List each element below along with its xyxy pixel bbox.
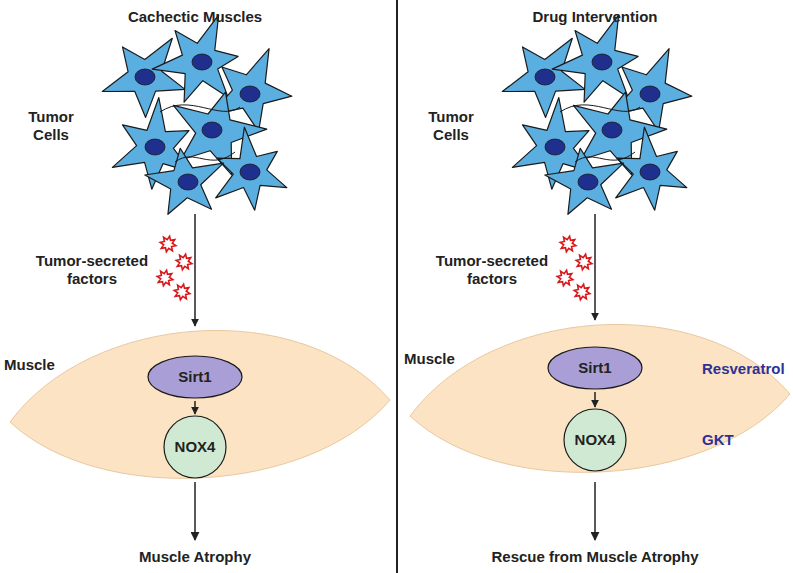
node-text: Muscle — [4, 356, 55, 374]
cell-nucleus — [178, 174, 198, 190]
nox4-circle — [164, 416, 226, 478]
result-arrow — [194, 482, 196, 540]
tumor-cell — [152, 15, 238, 102]
text-label: Drug Intervention — [495, 8, 695, 26]
sirt1-ellipse — [148, 356, 242, 398]
factor-burst — [557, 270, 573, 286]
cell-nucleus — [240, 86, 260, 102]
node-text: NOX4 — [575, 431, 616, 449]
text-label: Cachectic Muscles — [95, 8, 295, 26]
cell-nucleus — [535, 69, 555, 85]
node-text: Tumor Cells — [18, 108, 84, 144]
cell-nucleus — [135, 69, 155, 85]
factor-burst — [574, 284, 590, 300]
tumor-cluster: Tumor Cells — [100, 22, 290, 212]
sirt1-ellipse — [548, 347, 642, 389]
cell-nucleus — [240, 164, 260, 180]
protein-circle: NOX4 — [163, 415, 227, 479]
cell-fiber — [560, 105, 640, 162]
protein-circle: NOX4 — [563, 408, 627, 472]
text-label: Tumor-secreted factors — [428, 252, 556, 288]
muscle-outline — [10, 330, 390, 478]
cell-nucleus — [592, 54, 612, 70]
tumor-cell — [216, 127, 287, 210]
tumor-cell — [145, 148, 224, 214]
protein-ellipse: Sirt1 — [547, 346, 643, 390]
tumor-cells-art — [500, 22, 690, 212]
tumor-cluster: Tumor Cells — [500, 22, 690, 212]
text-label: Rescue from Muscle Atrophy — [455, 548, 735, 566]
cell-nucleus — [545, 139, 565, 155]
nox4-circle — [564, 409, 626, 471]
cell-nucleus — [578, 174, 598, 190]
cell-nucleus — [202, 122, 222, 138]
cell-nucleus — [640, 86, 660, 102]
factor-burst — [560, 236, 576, 252]
flow-arrow — [194, 214, 196, 326]
node-text: Sirt1 — [178, 368, 211, 386]
text-label: Resveratrol — [702, 360, 790, 378]
panel-divider — [396, 0, 398, 573]
factor-burst — [174, 284, 190, 300]
tumor-cell — [502, 38, 585, 117]
factor-burst — [176, 254, 192, 270]
factor-burst — [576, 254, 592, 270]
factor-burst — [160, 236, 176, 252]
tumor-cells-art — [100, 22, 290, 212]
cell-fiber — [160, 105, 240, 162]
result-arrow — [594, 482, 596, 540]
cell-nucleus — [640, 164, 660, 180]
muscle-fiber: MuscleSirt1NOX4 — [10, 318, 390, 478]
cell-nucleus — [192, 54, 212, 70]
tumor-cell — [616, 127, 687, 210]
cell-nucleus — [145, 139, 165, 155]
secreted-factors — [157, 236, 592, 300]
node-text: Tumor Cells — [418, 108, 484, 144]
text-label: Muscle Atrophy — [95, 548, 295, 566]
text-label: Tumor-secreted factors — [28, 252, 156, 288]
flow-arrow — [594, 214, 596, 320]
node-text: Muscle — [404, 350, 455, 368]
tumor-cell — [552, 15, 638, 102]
cell-nucleus — [602, 122, 622, 138]
factor-burst — [157, 270, 173, 286]
tumor-cell — [102, 38, 185, 117]
text-label: GKT — [702, 431, 762, 449]
node-text: NOX4 — [175, 438, 216, 456]
node-text: Sirt1 — [578, 359, 611, 377]
muscle-outline — [410, 324, 790, 472]
protein-ellipse: Sirt1 — [147, 355, 243, 399]
tumor-cell — [545, 148, 624, 214]
